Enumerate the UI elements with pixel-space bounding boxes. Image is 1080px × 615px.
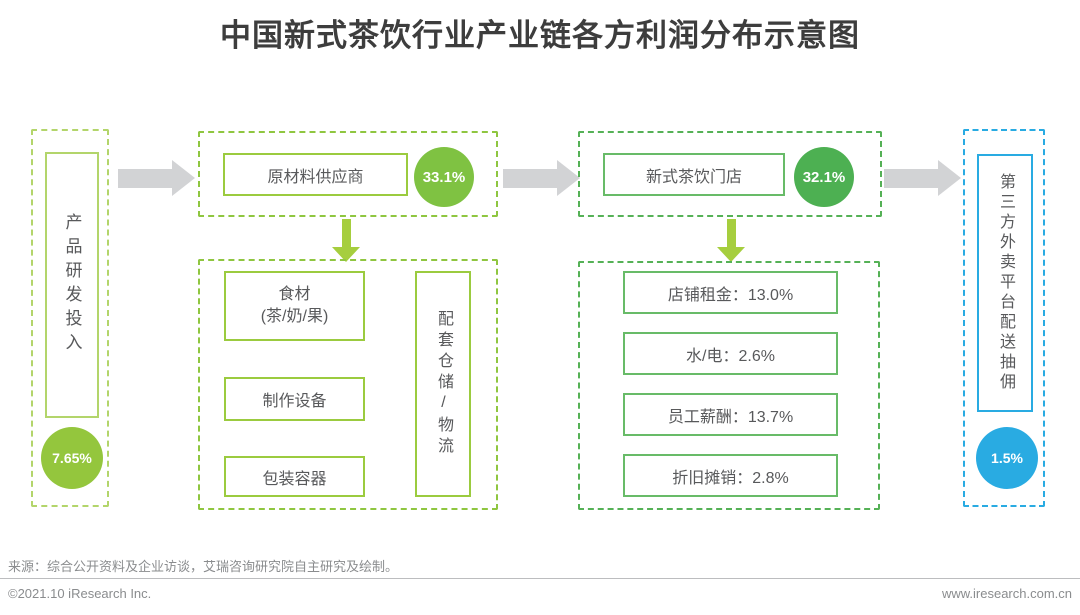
copyright-text: ©2021.10 iResearch Inc. (8, 586, 152, 601)
supplier-label-box: 原材料供应商 (223, 153, 408, 196)
arrow-head (938, 160, 961, 196)
cost-rent-label: 店铺租金：13.0% (667, 286, 794, 304)
supplier-share-badge: 33.1% (414, 147, 474, 207)
flow-arrow-down-supplier (332, 219, 360, 262)
delivery-label: 第三方外卖平台配送抽佣 (997, 173, 1014, 393)
supplier-label: 原材料供应商 (267, 168, 364, 186)
cost-utilities-label: 水/电：2.6% (686, 347, 775, 365)
store-cost-utilities: 水/电：2.6% (623, 332, 838, 375)
arrow-body (726, 219, 736, 247)
store-cost-container (578, 261, 880, 510)
store-cost-rent: 店铺租金：13.0% (623, 271, 838, 314)
supplier-header-container (198, 131, 498, 217)
arrow-body (118, 168, 172, 188)
rd-share-badge: 7.65% (41, 427, 103, 489)
page-title: 中国新式茶饮行业产业链各方利润分布示意图 (220, 18, 860, 53)
materials-line1: 食材 (278, 286, 311, 304)
flow-arrow-right-3 (884, 160, 961, 196)
delivery-label-box: 第三方外卖平台配送抽佣 (977, 154, 1033, 412)
supplier-item-materials: 食材 (茶/奶/果) (224, 271, 365, 341)
flow-arrow-right-2 (503, 160, 580, 196)
store-cost-salary: 员工薪酬：13.7% (623, 393, 838, 436)
rd-label-box: 产品研发投入 (45, 152, 99, 418)
arrow-body (503, 168, 557, 188)
arrow-body (884, 168, 938, 188)
footer-divider (0, 578, 1080, 579)
supplier-item-logistics: 配套仓储/物流 (415, 271, 471, 497)
materials-line2: (茶/奶/果) (260, 308, 329, 325)
arrow-head (557, 160, 580, 196)
flow-arrow-down-store (717, 219, 745, 262)
rd-label: 产品研发投入 (62, 213, 82, 357)
store-header-container (578, 131, 882, 217)
packaging-label: 包装容器 (262, 470, 327, 488)
arrow-head (717, 247, 745, 262)
rd-column-container (31, 129, 109, 507)
cost-salary-label: 员工薪酬：13.7% (667, 408, 794, 426)
source-note: 来源：综合公开资料及企业访谈，艾瑞咨询研究院自主研究及绘制。 (8, 559, 399, 574)
store-label-box: 新式茶饮门店 (603, 153, 785, 196)
arrow-body (341, 219, 351, 247)
store-cost-depreciation: 折旧摊销：2.8% (623, 454, 838, 497)
supplier-detail-container (198, 259, 498, 510)
supplier-item-packaging: 包装容器 (224, 456, 365, 497)
delivery-column-container (963, 129, 1045, 507)
logistics-label: 配套仓储/物流 (435, 310, 452, 458)
supplier-item-equipment: 制作设备 (224, 377, 365, 421)
store-label: 新式茶饮门店 (645, 168, 742, 186)
store-share-badge: 32.1% (794, 147, 854, 207)
flow-arrow-right-1 (118, 160, 195, 196)
delivery-share-badge: 1.5% (976, 427, 1038, 489)
arrow-head (172, 160, 195, 196)
cost-depreciation-label: 折旧摊销：2.8% (672, 469, 789, 487)
equipment-label: 制作设备 (262, 393, 327, 410)
website-text: www.iresearch.com.cn (941, 586, 1072, 601)
arrow-head (332, 247, 360, 262)
